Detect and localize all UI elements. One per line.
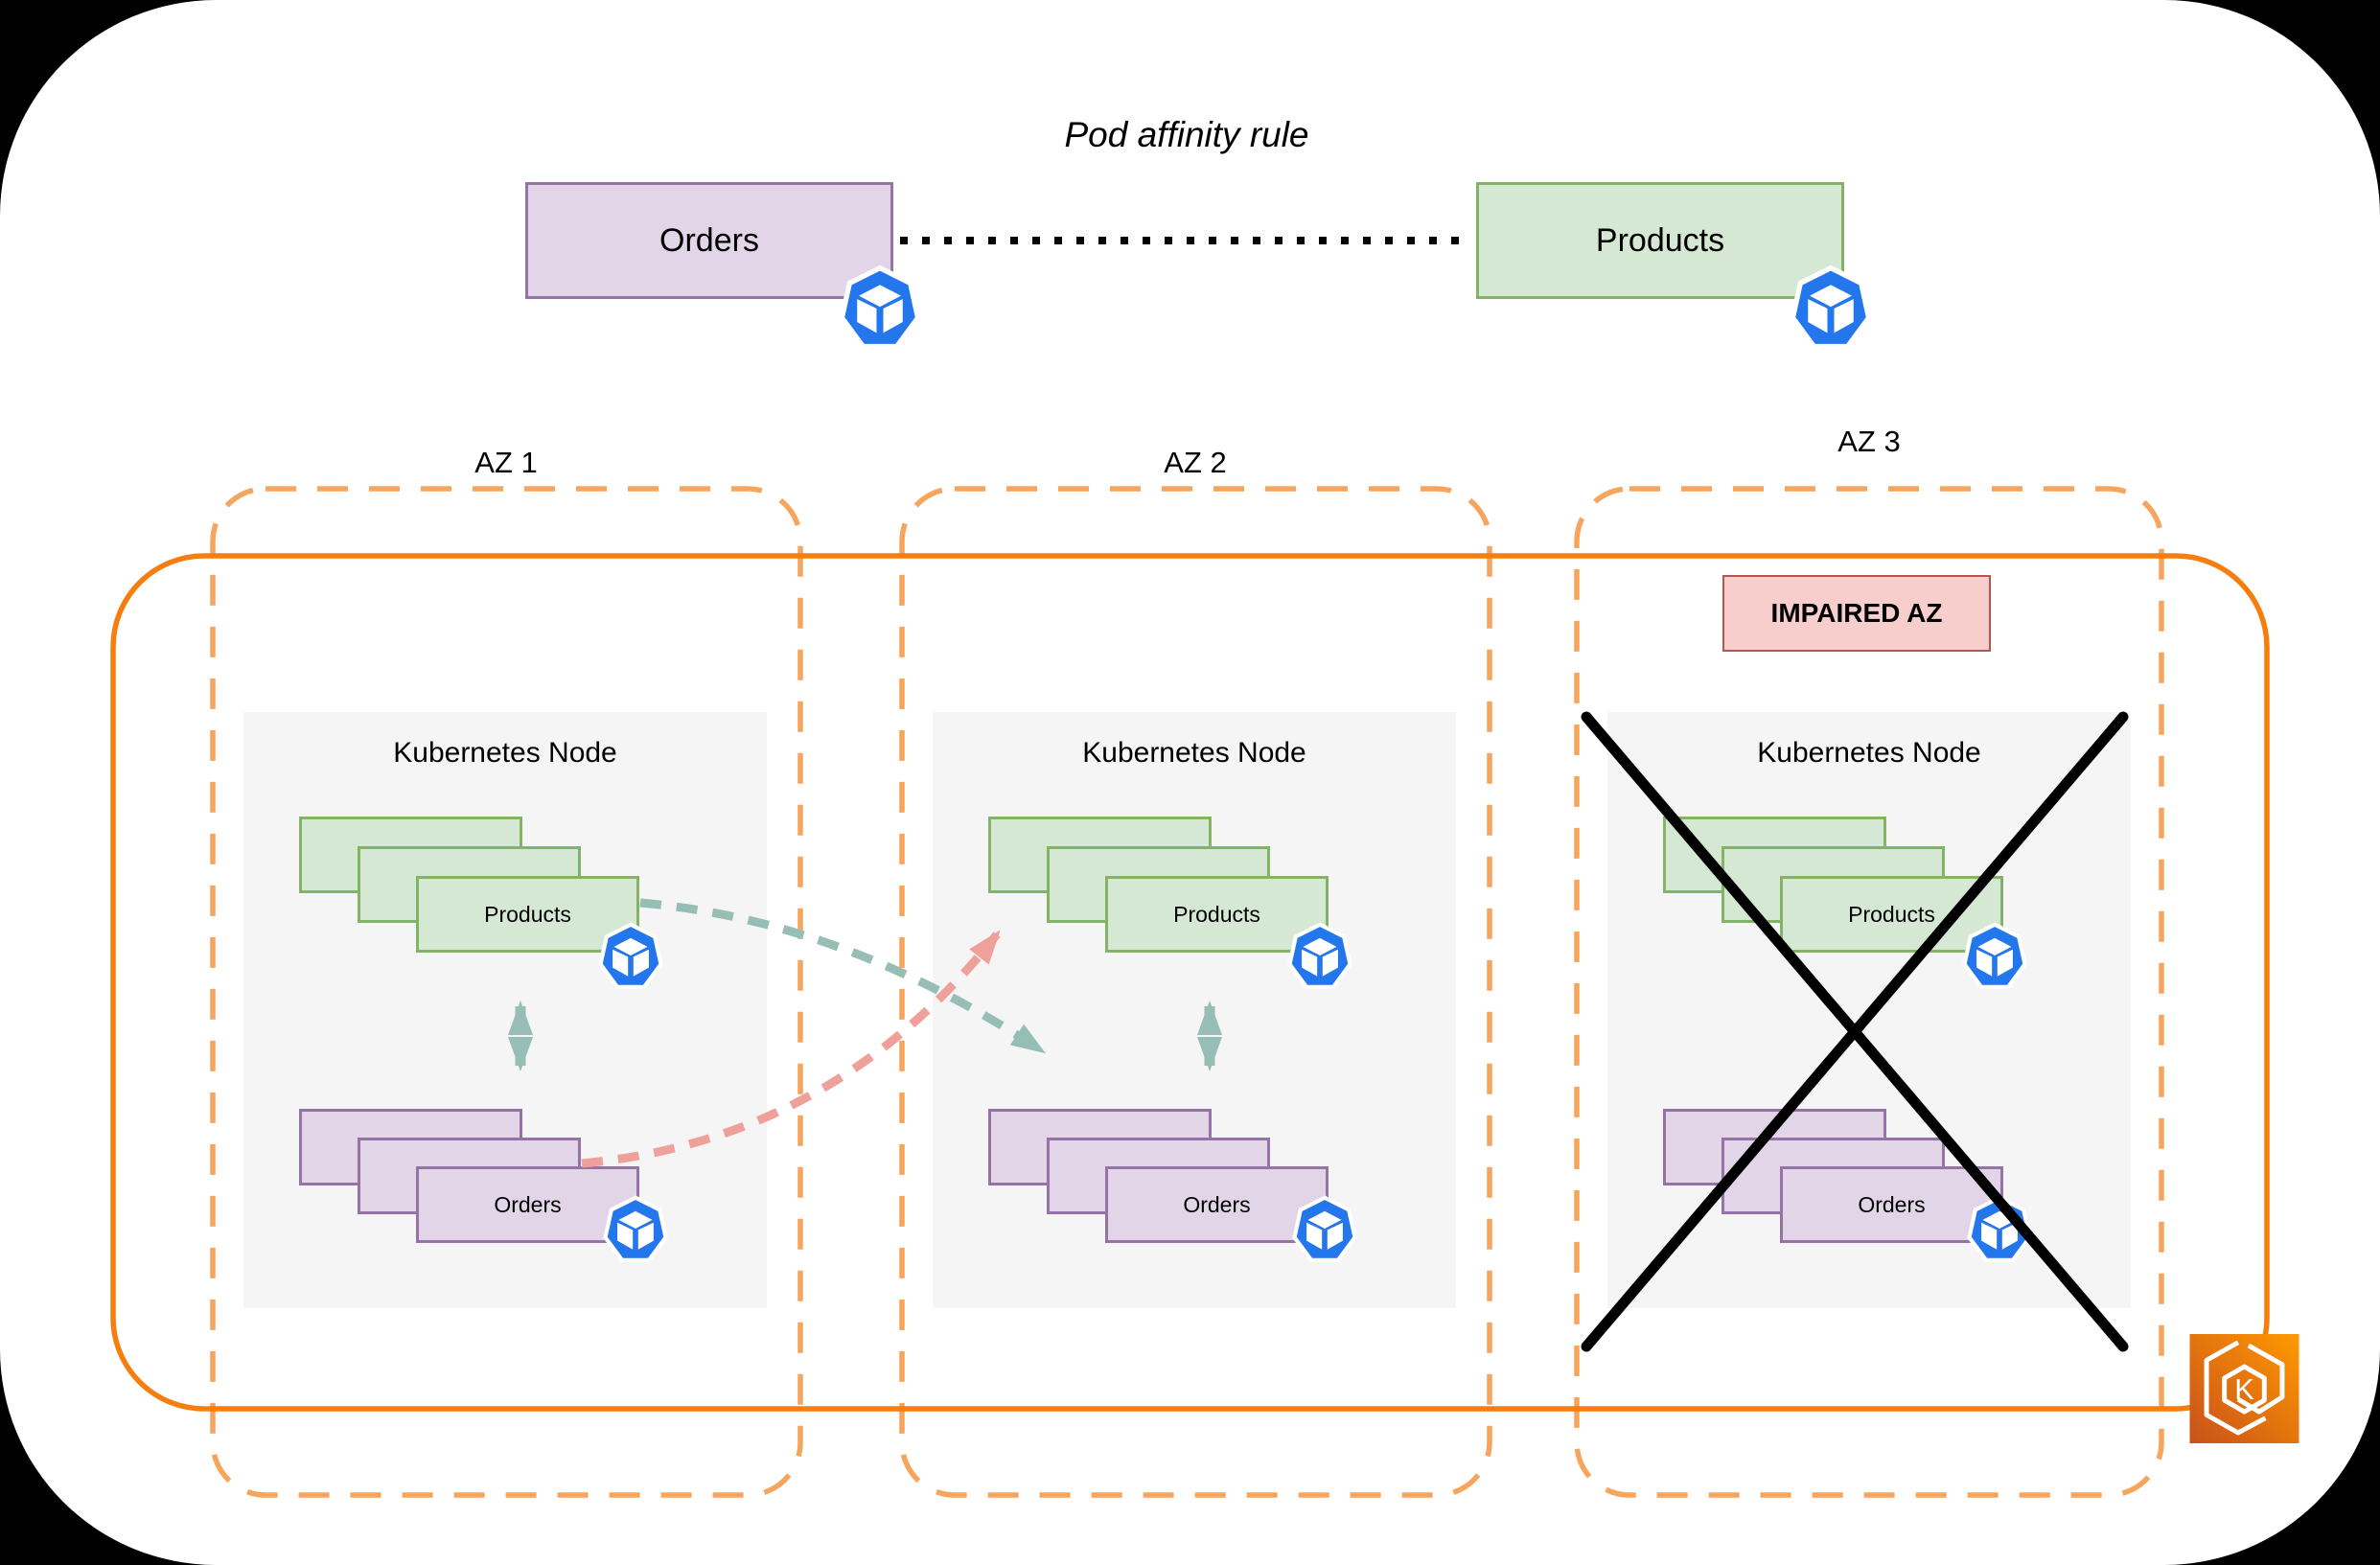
kubernetes-pod-icon bbox=[839, 265, 921, 350]
az2-kubernetes-node: Kubernetes Node Products Orders bbox=[933, 712, 1456, 1308]
orders-pod-label: Orders bbox=[1858, 1191, 1926, 1217]
products-pod-label: Products bbox=[1173, 901, 1260, 927]
products-pod-label: Products bbox=[484, 901, 571, 927]
pod-affinity-label: Pod affinity rule bbox=[1064, 115, 1309, 154]
impaired-az-label: IMPAIRED AZ bbox=[1770, 598, 1943, 628]
kubernetes-pod-icon bbox=[1287, 922, 1352, 989]
kubernetes-pod-icon bbox=[1962, 922, 2027, 989]
kubernetes-pod-icon bbox=[1790, 265, 1872, 350]
orders-service-label: Orders bbox=[659, 221, 759, 259]
kubernetes-pod-icon bbox=[1292, 1195, 1357, 1262]
products-service-box: Products bbox=[1476, 182, 1844, 299]
orders-pod-label: Orders bbox=[1183, 1191, 1251, 1217]
amazon-eks-icon: K bbox=[2189, 1334, 2299, 1443]
node-title: Kubernetes Node bbox=[393, 737, 617, 769]
az3-label: AZ 3 bbox=[1837, 425, 1901, 458]
impaired-az-badge: IMPAIRED AZ bbox=[1722, 575, 1991, 652]
az3-kubernetes-node: Kubernetes Node Products Orders bbox=[1607, 712, 2131, 1308]
node-title: Kubernetes Node bbox=[1757, 737, 1981, 769]
kubernetes-pod-icon bbox=[1967, 1195, 2032, 1262]
node-title: Kubernetes Node bbox=[1082, 737, 1306, 769]
orders-pod-label: Orders bbox=[494, 1191, 562, 1217]
products-service-label: Products bbox=[1595, 221, 1725, 259]
kubernetes-pod-icon bbox=[603, 1195, 668, 1262]
az1-label: AZ 1 bbox=[474, 446, 538, 479]
pod-affinity-dotted-line bbox=[900, 237, 1471, 244]
products-pod-label: Products bbox=[1848, 901, 1935, 927]
orders-service-box: Orders bbox=[525, 182, 893, 299]
svg-text:K: K bbox=[2234, 1372, 2254, 1406]
kubernetes-pod-icon bbox=[598, 922, 663, 989]
az2-label: AZ 2 bbox=[1164, 446, 1227, 479]
az1-kubernetes-node: Kubernetes Node Products Orders bbox=[243, 712, 767, 1308]
